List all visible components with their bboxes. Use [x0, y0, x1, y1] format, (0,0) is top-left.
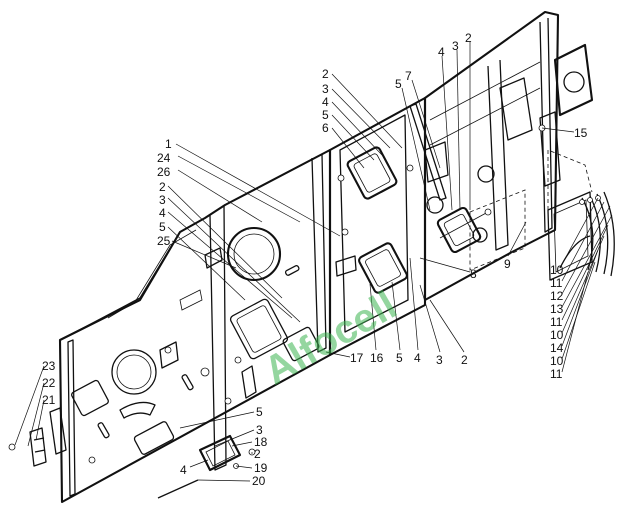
- callout-12: 12: [550, 289, 564, 303]
- right-panel: [409, 10, 594, 302]
- callout-4: 4: [414, 351, 421, 365]
- callout-26: 26: [157, 165, 171, 179]
- callout-20: 20: [252, 474, 266, 488]
- callout-22: 22: [42, 376, 56, 390]
- hatch-cover-parts: [157, 434, 256, 499]
- leader-lines: [14, 42, 613, 482]
- callout-8: 8: [470, 267, 477, 281]
- callout-21: 21: [42, 393, 56, 407]
- callout-1: 1: [165, 137, 172, 151]
- callout-5: 5: [159, 220, 166, 234]
- callout-3: 3: [256, 423, 263, 437]
- callout-13: 13: [550, 302, 564, 316]
- callout-3: 3: [436, 353, 443, 367]
- callout-labels: 1 24 26 2 3 4 5 25 2 3 4 5 6 5 7 4 3 2 1…: [42, 31, 588, 488]
- callout-7: 7: [405, 69, 412, 83]
- callout-17: 17: [350, 351, 364, 365]
- callout-11: 11: [550, 315, 563, 329]
- callout-14: 14: [550, 341, 564, 355]
- callout-2: 2: [322, 67, 329, 81]
- seal-strips: [547, 149, 615, 281]
- callout-24: 24: [157, 151, 171, 165]
- callout-5: 5: [395, 77, 402, 91]
- callout-19: 19: [254, 461, 268, 475]
- callout-4: 4: [180, 463, 187, 477]
- callout-3: 3: [322, 82, 329, 96]
- callout-16: 16: [370, 351, 384, 365]
- left-side-panel: [58, 148, 332, 504]
- callout-15: 15: [574, 126, 588, 140]
- callout-10: 10: [550, 354, 564, 368]
- callout-5: 5: [256, 405, 263, 419]
- callout-4: 4: [438, 45, 445, 59]
- callout-9: 9: [504, 257, 511, 271]
- callout-6: 6: [322, 121, 329, 135]
- callout-3: 3: [452, 39, 459, 53]
- callout-25: 25: [157, 234, 171, 248]
- callout-10: 10: [550, 328, 564, 342]
- callout-11: 11: [550, 367, 563, 381]
- callout-10: 10: [550, 263, 564, 277]
- callout-18: 18: [254, 435, 268, 449]
- callout-3: 3: [159, 193, 166, 207]
- callout-11: 11: [550, 276, 563, 290]
- callout-2: 2: [254, 447, 261, 461]
- callout-4: 4: [322, 95, 329, 109]
- callout-2: 2: [159, 180, 166, 194]
- callout-5: 5: [322, 108, 329, 122]
- callout-2: 2: [461, 353, 468, 367]
- callout-2: 2: [465, 31, 472, 45]
- callout-23: 23: [42, 359, 56, 373]
- callout-4: 4: [159, 206, 166, 220]
- callout-5: 5: [396, 351, 403, 365]
- end-bracket: [8, 407, 67, 467]
